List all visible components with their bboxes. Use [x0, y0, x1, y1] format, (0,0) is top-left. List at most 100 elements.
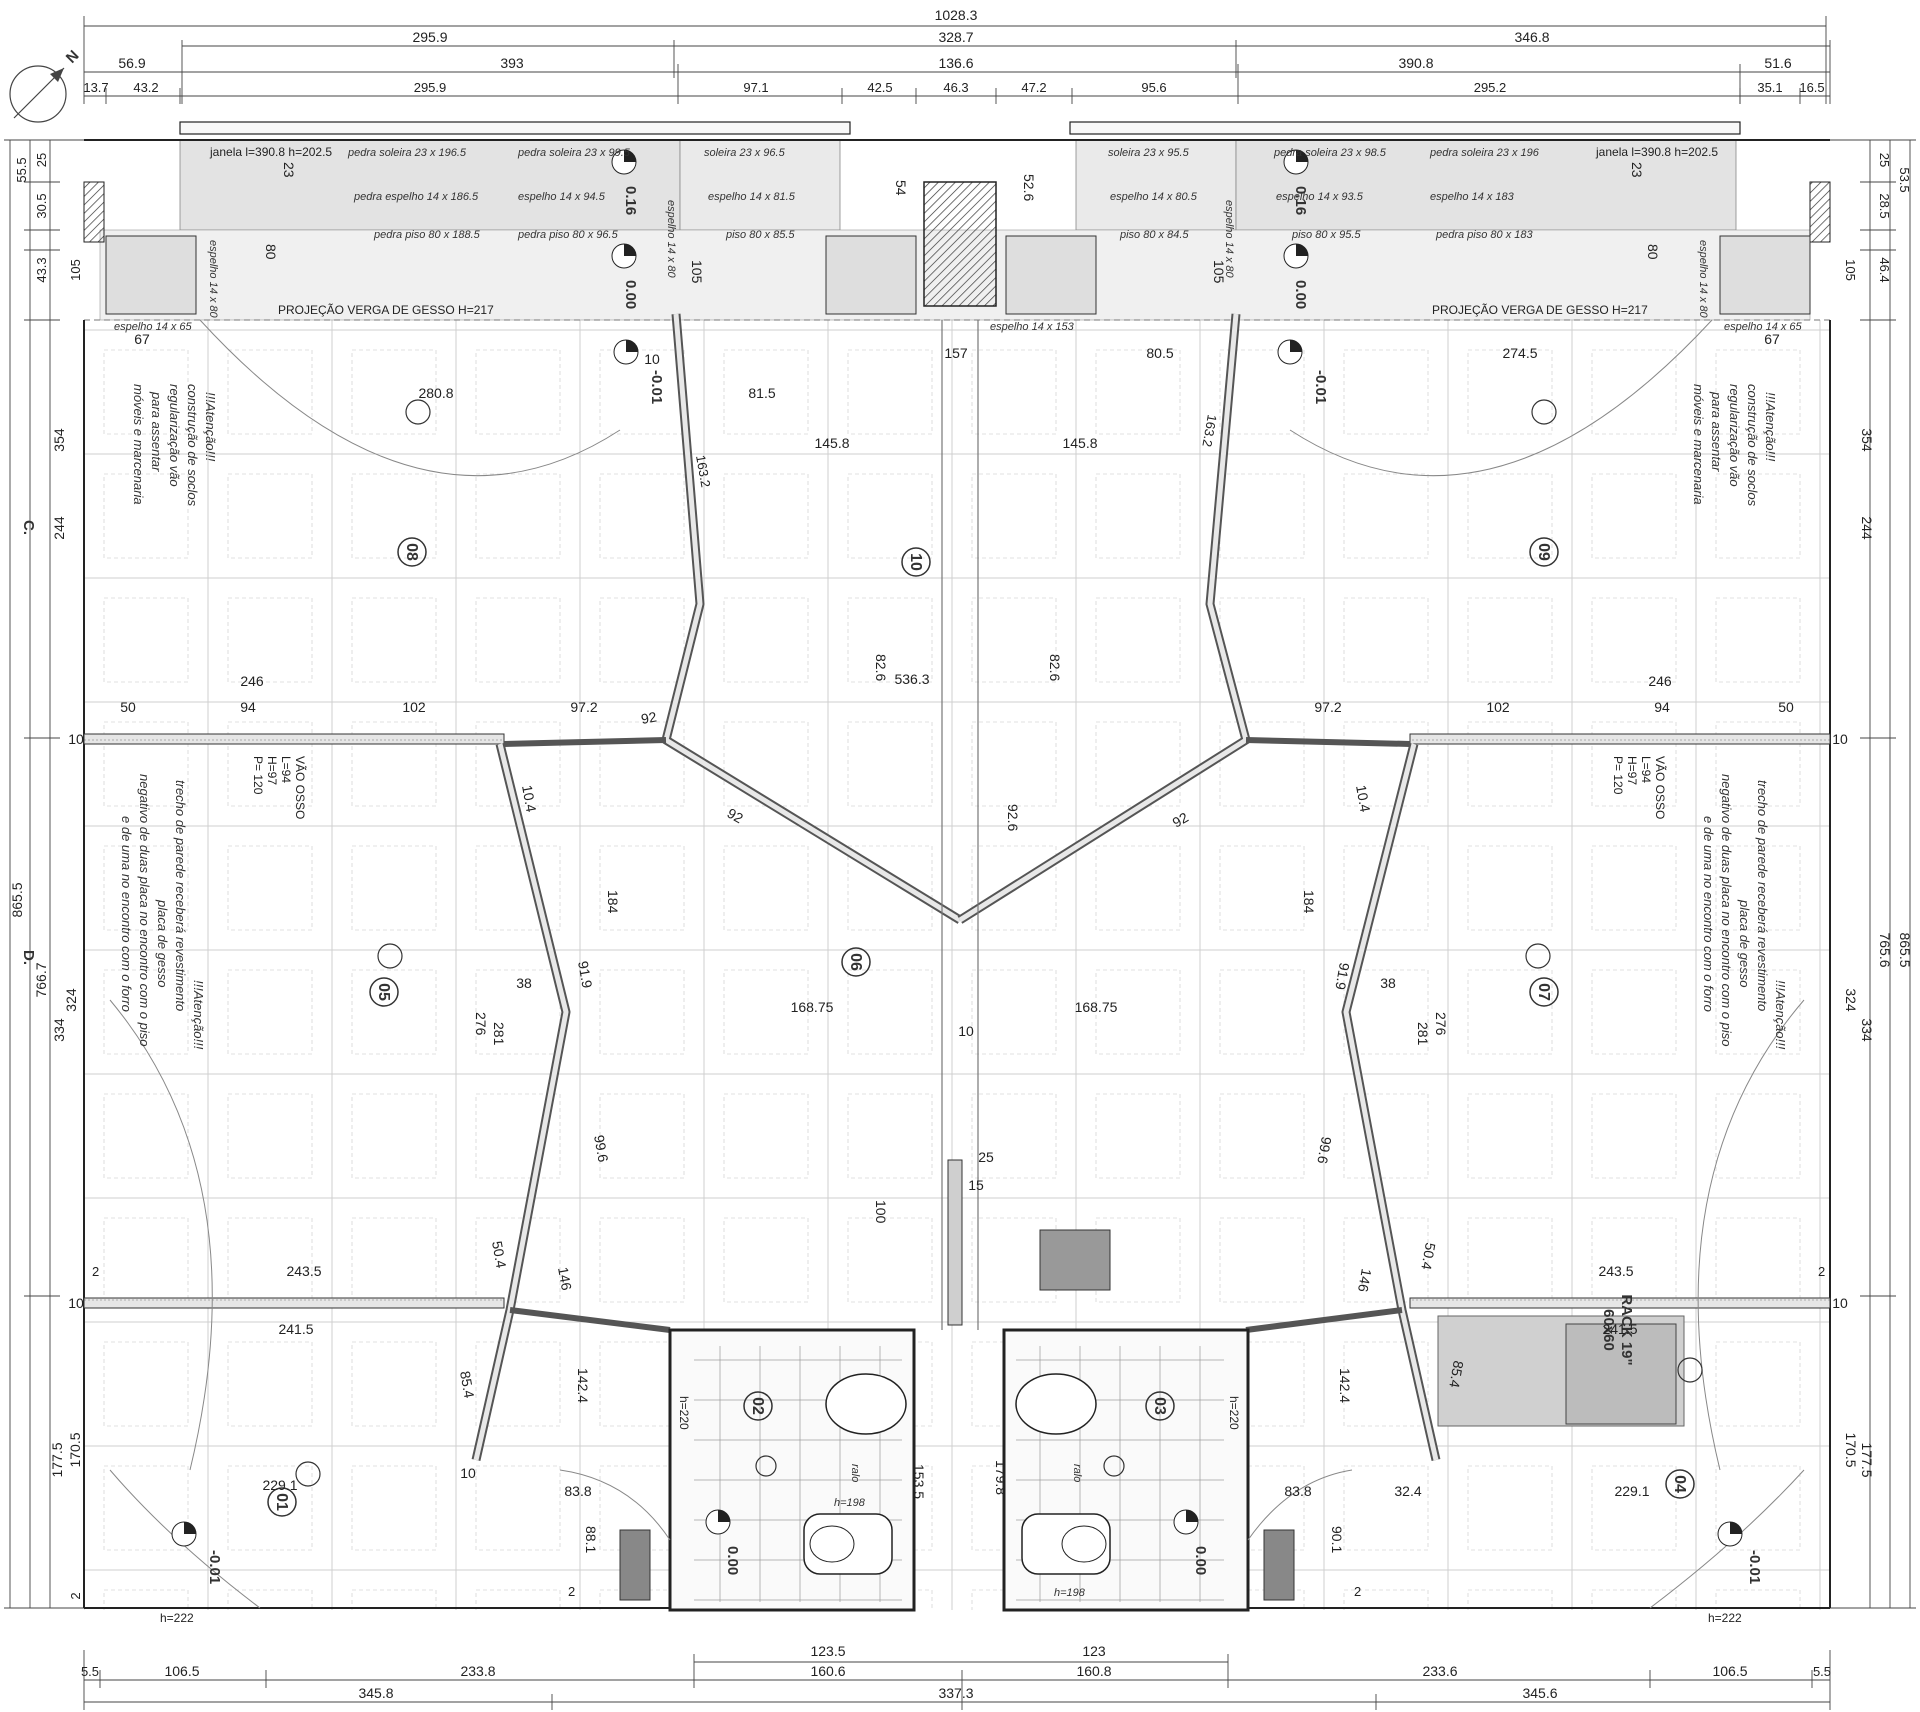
dim-inner: 145.8: [1062, 435, 1097, 451]
dim-top: 390.8: [1398, 55, 1433, 71]
room-number: 09: [1535, 543, 1552, 561]
dim-top: 393: [500, 55, 524, 71]
vao-osso-title: VÃO OSSO: [1653, 756, 1667, 819]
dark-counter-right: [1263, 1529, 1295, 1601]
dim-inner: 38: [516, 975, 532, 991]
dim-inner: 90.1: [1329, 1526, 1345, 1553]
dim-inner: 2: [92, 1264, 99, 1279]
dim-inner: 54: [893, 180, 909, 196]
dim-inner: 241.5: [278, 1321, 313, 1337]
dim-right: 244: [1859, 516, 1875, 540]
dim-inner: 81.5: [748, 385, 775, 401]
vao-osso-l: L=94: [279, 756, 293, 783]
room-number: 08: [403, 543, 420, 561]
dim-bottom: 345.6: [1522, 1685, 1557, 1701]
dim-inner: 94: [1654, 699, 1670, 715]
window-label-right: janela l=390.8 h=202.5: [1595, 145, 1718, 159]
dim-bottom: 233.8: [460, 1663, 495, 1679]
room-number-markers: [267, 537, 1695, 1517]
dim-inner: 179.8: [993, 1460, 1009, 1495]
stone-label: piso 80 x 84.5: [1119, 229, 1189, 241]
dim-inner: 10: [644, 351, 660, 367]
stone-label: pedra soleira 23 x 196: [1429, 147, 1540, 159]
dim-inner: 82.6: [873, 654, 889, 681]
attention-note-left-top: !!!Atenção!!! construção de soclos regul…: [131, 384, 218, 507]
stone-label: espelho 14 x 80: [665, 200, 677, 279]
dim-left: 30.5: [34, 193, 49, 218]
vao-osso-h: H=97: [265, 756, 279, 785]
dim-inner: 50: [120, 699, 136, 715]
dim-top: 295.9: [412, 29, 447, 45]
axis-label-c: C.: [20, 520, 37, 535]
dim-inner: 246: [1648, 673, 1672, 689]
note-line: para assentar: [149, 391, 164, 472]
note-line: construção de soclos: [1745, 384, 1760, 507]
dim-inner: 99.6: [1314, 1135, 1335, 1165]
dim-right: 28.5: [1877, 193, 1892, 218]
dim-top: 346.8: [1514, 29, 1549, 45]
level-text: 0.00: [1292, 280, 1309, 309]
axis-label-d: D.: [20, 950, 37, 965]
facade-strip: [83, 121, 1831, 321]
dim-inner: 146: [555, 1266, 575, 1292]
dim-inner: 10.4: [1353, 784, 1374, 814]
dim-inner: 50: [1778, 699, 1794, 715]
dim-left: 55.5: [14, 157, 29, 182]
dim-inner: 281: [491, 1022, 507, 1046]
door-height: h=222: [160, 1611, 194, 1625]
dim-inner: 97.2: [570, 699, 597, 715]
ralo-label: ralo: [1071, 1464, 1083, 1482]
dim-inner: 50.4: [489, 1240, 510, 1270]
dim-inner: 243.5: [1598, 1263, 1633, 1279]
dim-top: 42.5: [867, 80, 892, 95]
note-line: !!!Atenção!!!: [203, 392, 218, 462]
dim-bottom: 337.3: [938, 1685, 973, 1701]
dim-right: 105: [1843, 259, 1858, 281]
dim-inner: 145.8: [814, 435, 849, 451]
dim-right: 25: [1877, 153, 1892, 167]
light-points: [295, 399, 1703, 1487]
stone-label: espelho 14 x 81.5: [708, 191, 796, 203]
dim-inner: 276: [1433, 1012, 1449, 1036]
dim-inner: 97.2: [1314, 699, 1341, 715]
door-height: h=198: [1054, 1587, 1086, 1599]
right-dimension-lines: [1830, 139, 1916, 1609]
vao-osso-l: L=94: [1639, 756, 1653, 783]
dim-inner: 92: [1170, 809, 1192, 831]
bathroom-left: [668, 1328, 916, 1612]
level-text: 0.16: [1292, 186, 1309, 215]
dim-inner: 280.8: [418, 385, 453, 401]
stone-label: piso 80 x 85.5: [725, 229, 795, 241]
note-line: construção de soclos: [185, 384, 200, 507]
door-height: h=222: [1708, 1611, 1742, 1625]
compass-label: N: [63, 47, 83, 67]
dim-inner: 100: [873, 1200, 889, 1224]
stone-label: pedra soleira 23 x 98.5: [1273, 147, 1387, 159]
dim-inner: 94: [240, 699, 256, 715]
dim-top: 46.3: [943, 80, 968, 95]
dim-bottom: 106.5: [164, 1663, 199, 1679]
dim-left: 25: [34, 153, 49, 167]
bottom-dimension-lines: [83, 1650, 1831, 1710]
door-swings: [109, 319, 1805, 1609]
note-line: móveis e marcenaria: [1691, 384, 1706, 505]
dim-inner: 10: [1832, 1295, 1848, 1311]
dim-inner: 85.4: [1446, 1359, 1467, 1389]
room-number: 04: [1671, 1475, 1688, 1493]
cooktop-block: [1039, 1229, 1111, 1291]
note-line: e de uma no encontro com o forro: [1701, 816, 1716, 1012]
dim-right: 334: [1859, 1018, 1875, 1042]
room-number: 07: [1535, 983, 1552, 1001]
room-number: 05: [375, 983, 392, 1001]
stone-label: soleira 23 x 95.5: [1108, 147, 1190, 159]
dim-inner: 80: [263, 244, 279, 260]
vao-osso-p: P= 120: [251, 756, 265, 795]
dim-bottom: 106.5: [1712, 1663, 1747, 1679]
dark-counter-left: [619, 1529, 651, 1601]
stone-label: pedra piso 80 x 183: [1435, 229, 1534, 241]
dim-left: 244: [51, 516, 67, 540]
dim-inner: 52.6: [1021, 174, 1037, 201]
dim-left: 334: [51, 1018, 67, 1042]
vao-osso-p: P= 120: [1611, 756, 1625, 795]
